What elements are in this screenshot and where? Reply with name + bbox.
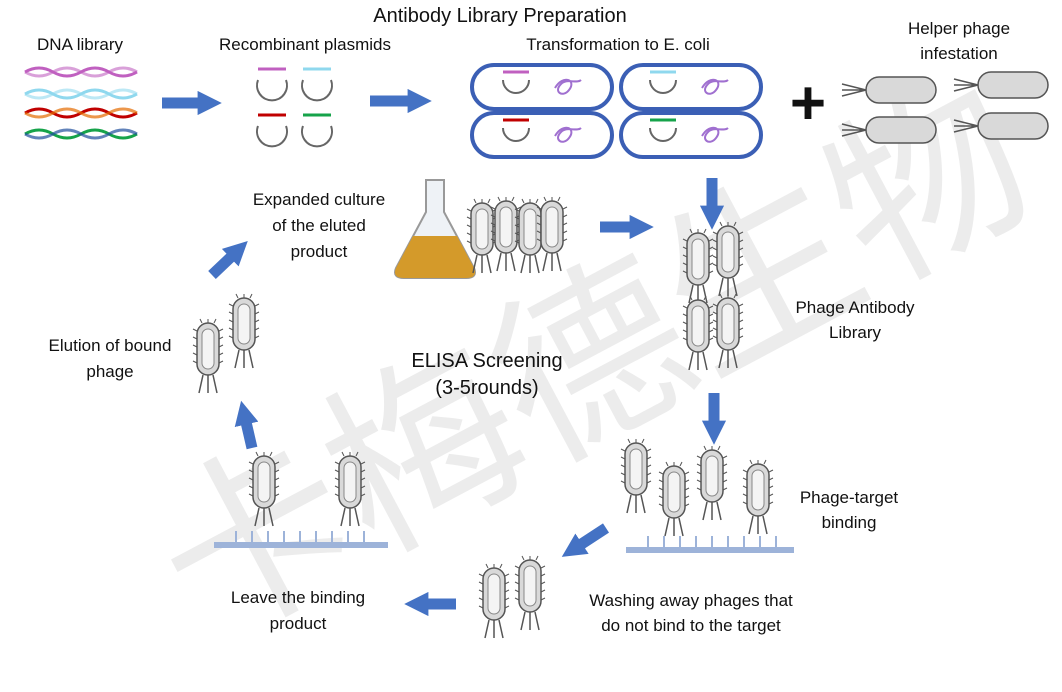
label-expanded-2: of the eluted <box>272 216 366 235</box>
label-washing-2: do not bind to the target <box>601 616 781 635</box>
label-washing-1: Washing away phages that <box>589 591 793 610</box>
dna-library-strands <box>24 66 138 140</box>
label-binding-2: binding <box>821 513 877 532</box>
label-leave-2: product <box>269 614 327 633</box>
phages-library <box>682 221 744 371</box>
arrow-elution-to-culture <box>208 240 248 279</box>
label-expanded-3: product <box>290 242 348 261</box>
label-elution-1: Elution of bound <box>48 336 172 355</box>
phages-bound-plate <box>248 451 366 527</box>
diagram-title: Antibody Library Preparation <box>373 5 627 27</box>
label-dna-library: DNA library <box>37 35 123 54</box>
arrow-plate-to-elution <box>234 400 259 450</box>
label-library-2: Library <box>829 323 881 342</box>
ecoli-cells <box>470 63 763 159</box>
label-transformation: Transformation to E. coli <box>526 35 710 54</box>
label-helper-1: Helper phage <box>907 19 1011 38</box>
plus-sign: + <box>790 69 826 138</box>
diagram-canvas: + <box>24 63 1049 639</box>
label-leave-1: Leave the binding <box>230 588 366 607</box>
helper-phages <box>841 71 1049 144</box>
phages-culture <box>466 196 568 274</box>
label-binding-1: Phage-target <box>799 488 899 507</box>
phages-target-binding <box>620 438 774 537</box>
label-expanded-1: Expanded culture <box>252 190 386 209</box>
culture-flask <box>394 179 476 279</box>
label-elisa-2: (3-5rounds) <box>435 377 539 399</box>
label-recombinant: Recombinant plasmids <box>219 35 391 54</box>
label-elisa-1: ELISA Screening <box>411 350 563 372</box>
phages-washed <box>478 555 546 639</box>
target-plates <box>214 531 794 553</box>
recombinant-plasmids <box>256 67 333 148</box>
label-helper-2: infestation <box>920 44 998 63</box>
label-elution-2: phage <box>86 362 134 381</box>
phages-eluted <box>192 293 260 394</box>
arrow-binding-to-wash <box>561 523 610 557</box>
flow-arrows <box>162 88 727 617</box>
label-library-1: Phage Antibody <box>795 298 915 317</box>
